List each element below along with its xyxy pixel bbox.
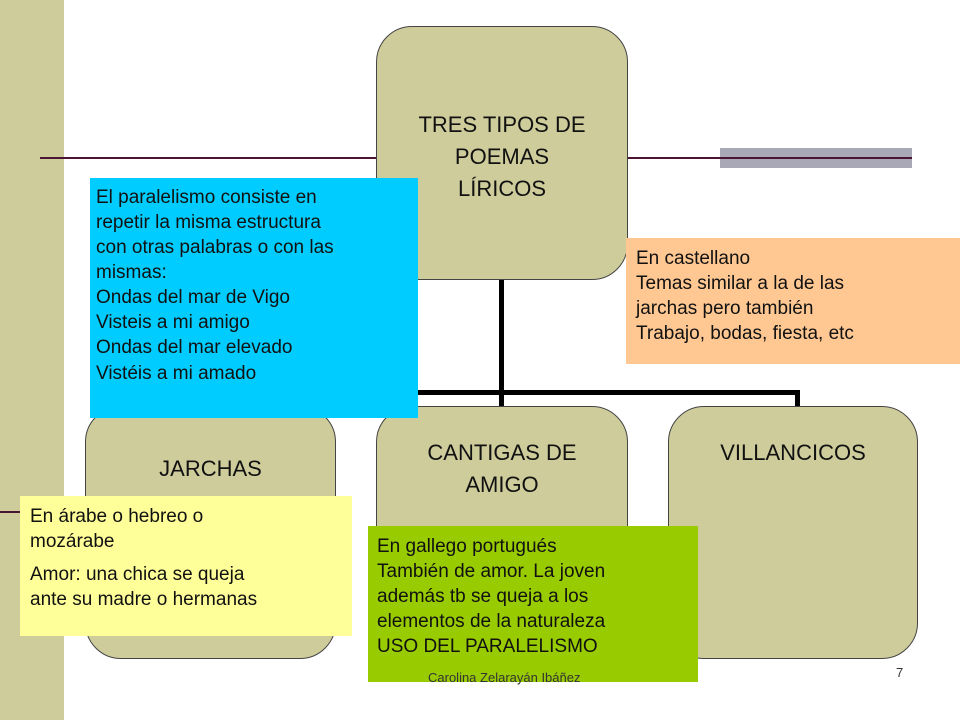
root-line: LÍRICOS	[457, 175, 547, 201]
node-label: CANTIGAS DE	[427, 440, 577, 465]
note-line: En gallego portugués	[377, 536, 557, 557]
note-jarchas: En árabe o hebreo o mozárabe Amor: una c…	[20, 496, 352, 636]
root-line: POEMAS	[454, 143, 550, 169]
connector-drop-center	[499, 390, 504, 407]
connector-trunk	[499, 280, 504, 392]
root-line: TRES TIPOS DE	[418, 112, 586, 137]
note-line: El paralelismo consiste en	[96, 187, 317, 208]
page-number: 7	[896, 665, 904, 680]
node-label: AMIGO	[465, 471, 539, 497]
node-rule-left	[0, 511, 22, 513]
note-cantigas: En gallego portugués También de amor. La…	[368, 526, 698, 682]
note-castellano: En castellano Temas similar a la de las …	[626, 238, 960, 364]
node-label: JARCHAS	[159, 456, 262, 481]
node-label: VILLANCICOS	[720, 440, 866, 465]
note-line: repetir la misma estructura	[96, 212, 321, 234]
note-line: Ondas del mar elevado	[96, 337, 293, 359]
footer-author: Carolina Zelarayán Ibáñez	[428, 670, 581, 685]
header-rule-left	[40, 157, 380, 159]
header-accent-bar	[720, 148, 912, 168]
note-line: ante su madre o hermanas	[30, 589, 258, 611]
note-line: Amor: una chica se queja	[30, 564, 245, 586]
note-line: Vistéis a mi amado	[96, 362, 257, 384]
note-line: En castellano	[636, 248, 751, 269]
root-node: TRES TIPOS DE POEMAS LÍRICOS	[376, 26, 628, 280]
note-line: Visteis a mi amigo	[96, 312, 250, 334]
note-line: USO DEL PARALELISMO	[377, 636, 598, 658]
note-line: Trabajo, bodas, fiesta, etc	[636, 323, 854, 345]
note-line: jarchas pero también	[636, 298, 814, 320]
note-line: mozárabe	[30, 531, 115, 553]
note-line: También de amor. La joven	[377, 561, 606, 583]
note-line: con otras palabras o con las	[96, 237, 334, 259]
header-rule-right	[628, 157, 720, 159]
connector-crossbar	[208, 390, 800, 395]
node-villancicos: VILLANCICOS	[668, 406, 918, 659]
note-line: mismas:	[96, 262, 167, 284]
note-line: además tb se queja a los	[377, 586, 589, 608]
note-line: Ondas del mar de Vigo	[96, 287, 290, 309]
note-line: elementos de la naturaleza	[377, 611, 606, 633]
connector-drop-right	[795, 390, 800, 407]
note-line: En árabe o hebreo o	[30, 506, 204, 527]
note-line: Temas similar a la de las	[636, 273, 845, 295]
note-paralelismo: El paralelismo consiste en repetir la mi…	[90, 178, 418, 418]
